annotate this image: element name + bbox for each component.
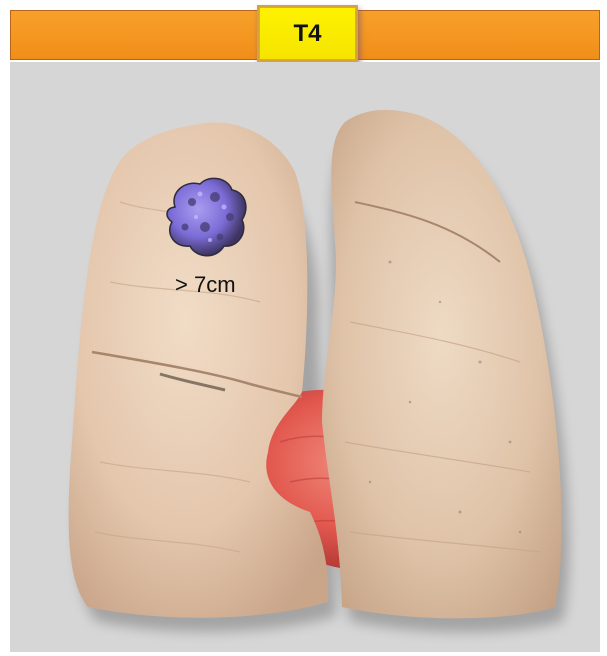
tumor-mass-icon [167, 178, 246, 255]
stage-label: T4 [293, 20, 321, 48]
tumor-size-label: > 7cm [175, 272, 236, 298]
right-lung [322, 110, 562, 618]
stage-badge: T4 [257, 5, 358, 62]
lung-illustration [10, 62, 600, 652]
lung-illustration-panel: > 7cm [10, 62, 600, 652]
